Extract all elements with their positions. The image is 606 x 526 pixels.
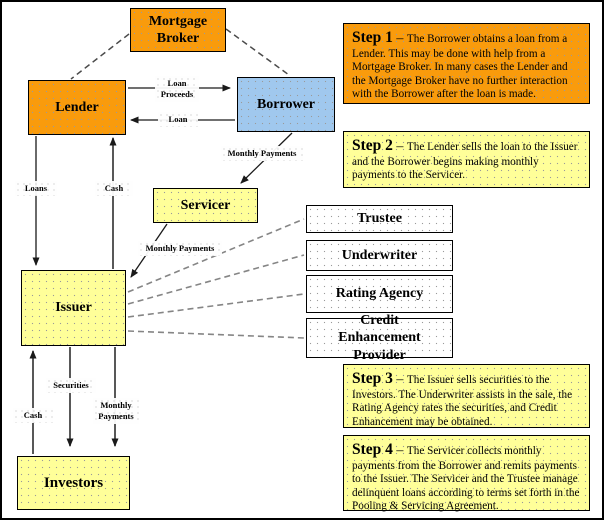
- node-underwriter: Underwriter: [306, 240, 453, 271]
- step4-dash: –: [392, 443, 407, 458]
- step1-box: Step 1 – The Borrower obtains a loan fro…: [343, 23, 590, 104]
- edge-label-loan-proceeds: Loan Proceeds: [155, 76, 199, 103]
- step4-box: Step 4 – The Servicer collects monthly p…: [343, 435, 590, 513]
- step4-text: The Servicer collects monthly payments f…: [352, 445, 580, 513]
- edge-issuer-rating-agency: [127, 293, 305, 318]
- node-trustee: Trustee: [306, 205, 453, 233]
- step2-dash: –: [392, 139, 407, 154]
- edge-label-loan: Loan: [158, 112, 198, 128]
- node-mortgage-broker: Mortgage Broker: [130, 8, 226, 52]
- node-borrower: Borrower: [237, 77, 335, 132]
- edge-label-monthly-payments-mid: Monthly Payments: [138, 241, 222, 257]
- edge-issuer-underwriter: [127, 254, 305, 305]
- edge-broker-to-borrower: [225, 28, 290, 76]
- step2-box: Step 2 – The Lender sells the loan to th…: [343, 131, 590, 188]
- step1-text: The Borrower obtains a loan from a Lende…: [352, 33, 568, 101]
- step3-dash: –: [392, 372, 407, 387]
- step2-text: The Lender sells the loan to the Issuer …: [352, 141, 578, 182]
- node-rating-agency: Rating Agency: [306, 275, 453, 313]
- step1-dash: –: [392, 31, 407, 46]
- step2-title: Step 2: [352, 137, 393, 154]
- edge-label-loans: Loans: [15, 181, 57, 197]
- node-issuer: Issuer: [21, 270, 126, 346]
- node-credit-enhancement-provider: Credit Enhancement Provider: [306, 313, 453, 363]
- edge-label-securities: Securities: [46, 378, 96, 394]
- node-investors: Investors: [17, 456, 130, 510]
- edge-label-cash-top: Cash: [95, 181, 133, 197]
- edge-issuer-credit-enhancement: [127, 330, 305, 339]
- step3-box: Step 3 – The Issuer sells securities to …: [343, 364, 590, 428]
- edge-broker-to-lender: [70, 33, 130, 80]
- step3-title: Step 3: [352, 370, 393, 387]
- edge-label-monthly-payments-bottom: Monthly Payments: [93, 398, 139, 425]
- edge-label-monthly-payments-top: Monthly Payments: [221, 146, 303, 162]
- node-lender: Lender: [28, 80, 126, 135]
- step4-title: Step 4: [352, 441, 393, 458]
- edge-label-cash-bottom: Cash: [13, 408, 53, 424]
- step3-text: The Issuer sells securities to the Inves…: [352, 374, 573, 428]
- node-servicer: Servicer: [153, 188, 258, 223]
- step1-title: Step 1: [352, 29, 393, 46]
